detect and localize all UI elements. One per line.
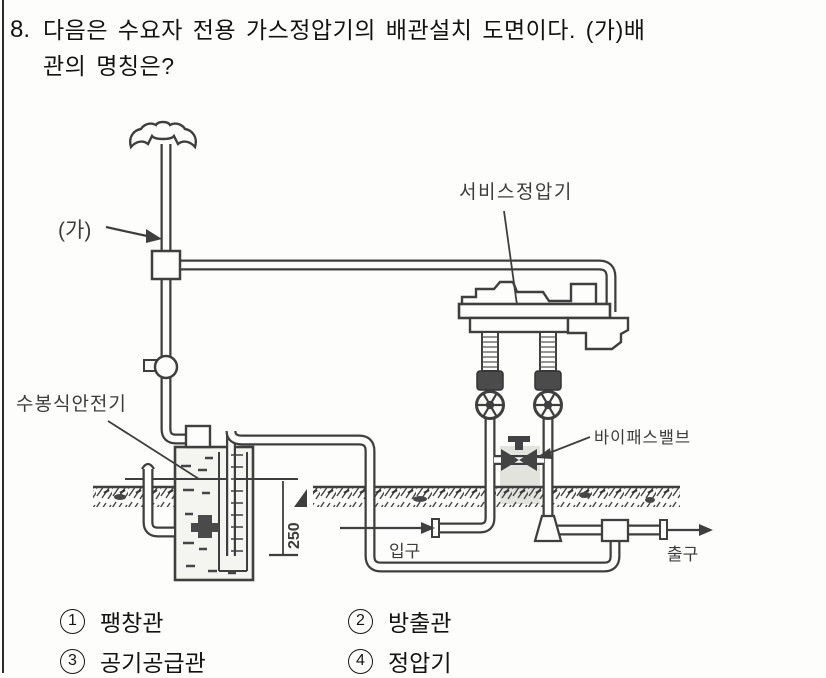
regulator-lower-body <box>468 316 570 334</box>
seal-bypass-line <box>225 430 621 573</box>
option-1: 1 팽창관 <box>60 604 163 638</box>
bypass-valve <box>494 436 544 471</box>
regulator-right-extension <box>566 316 630 351</box>
outlet-arrowhead-icon <box>699 524 713 536</box>
option-2: 2 방출관 <box>348 604 451 638</box>
union-nut-right <box>534 370 562 391</box>
tee-fitting <box>150 249 182 281</box>
label-inlet: 입구 <box>389 542 420 561</box>
question-line-2: 관의 명칭은? <box>43 53 175 79</box>
option-2-label: 방출관 <box>388 610 452 636</box>
outlet-junction-fitting <box>600 518 630 543</box>
inlet-arrowhead-icon <box>421 522 435 534</box>
ga-arrowhead-icon <box>146 229 162 243</box>
outlet-pipe <box>533 419 668 543</box>
threaded-port-right <box>539 331 557 372</box>
option-4: 4 정압기 <box>348 644 451 678</box>
bypass-valve-icon <box>501 449 519 471</box>
service-regulator <box>457 280 630 420</box>
dimension-250: 250 <box>269 481 307 557</box>
question-block: 8. 다음은 수요자 전용 가스정압기의 배관설치 도면이다. (가)배 관의 … <box>10 12 816 84</box>
label-service-regulator: 서비스정압기 <box>459 181 573 203</box>
water-dashes <box>181 456 236 575</box>
option-1-number: 1 <box>60 608 85 634</box>
question-line-1: 다음은 수요자 전용 가스정압기의 배관설치 도면이다. (가)배 <box>43 17 646 43</box>
question-number: 8. <box>10 16 31 43</box>
label-outlet: 출구 <box>667 545 698 564</box>
water-seal-tank <box>125 445 298 582</box>
dimension-label: 250 <box>286 522 303 549</box>
option-3-label: 공기공급관 <box>100 650 206 676</box>
vent-stack-valve <box>143 354 179 380</box>
outlet-tee-base <box>533 514 563 543</box>
bypass-arrowhead-icon <box>536 448 552 459</box>
option-3: 3 공기공급관 <box>60 644 206 678</box>
threaded-port-left <box>481 331 499 372</box>
inlet-pipe <box>431 419 496 538</box>
label-ga: (가) <box>58 219 91 242</box>
vent-cap <box>129 120 197 150</box>
page-left-border <box>2 0 4 673</box>
vent-stack-pipe <box>160 144 194 445</box>
valve-handwheel-right <box>533 390 563 420</box>
main-horizontal-pipe <box>178 259 617 312</box>
option-1-label: 팽창관 <box>100 610 164 636</box>
tank-weight <box>191 515 219 538</box>
regulator-flange <box>457 302 612 320</box>
option-3-number: 3 <box>60 648 85 674</box>
inlet-arrow <box>340 522 435 534</box>
dimension-arrowhead <box>294 489 307 507</box>
diagram-labels: (가) 서비스정압기 수봉식안전기 바이패스밸브 입구 출구 <box>16 181 698 564</box>
option-4-number: 4 <box>348 648 373 674</box>
label-bypass-valve: 바이패스밸브 <box>594 428 691 447</box>
tank-drain-pipe <box>141 462 174 538</box>
dip-tube <box>226 432 243 556</box>
label-water-seal-safety: 수봉식안전기 <box>16 393 127 415</box>
union-nut-left <box>476 370 504 391</box>
question-text: 다음은 수요자 전용 가스정압기의 배관설치 도면이다. (가)배 관의 명칭은… <box>43 12 645 84</box>
ground-hatch <box>93 485 680 507</box>
outlet-arrow <box>667 524 713 536</box>
option-2-number: 2 <box>348 608 373 634</box>
option-4-label: 정압기 <box>388 650 452 676</box>
regulator-top-housing <box>460 280 598 307</box>
tank-top-fitting <box>184 424 212 449</box>
valve-handwheel-left <box>475 390 505 420</box>
